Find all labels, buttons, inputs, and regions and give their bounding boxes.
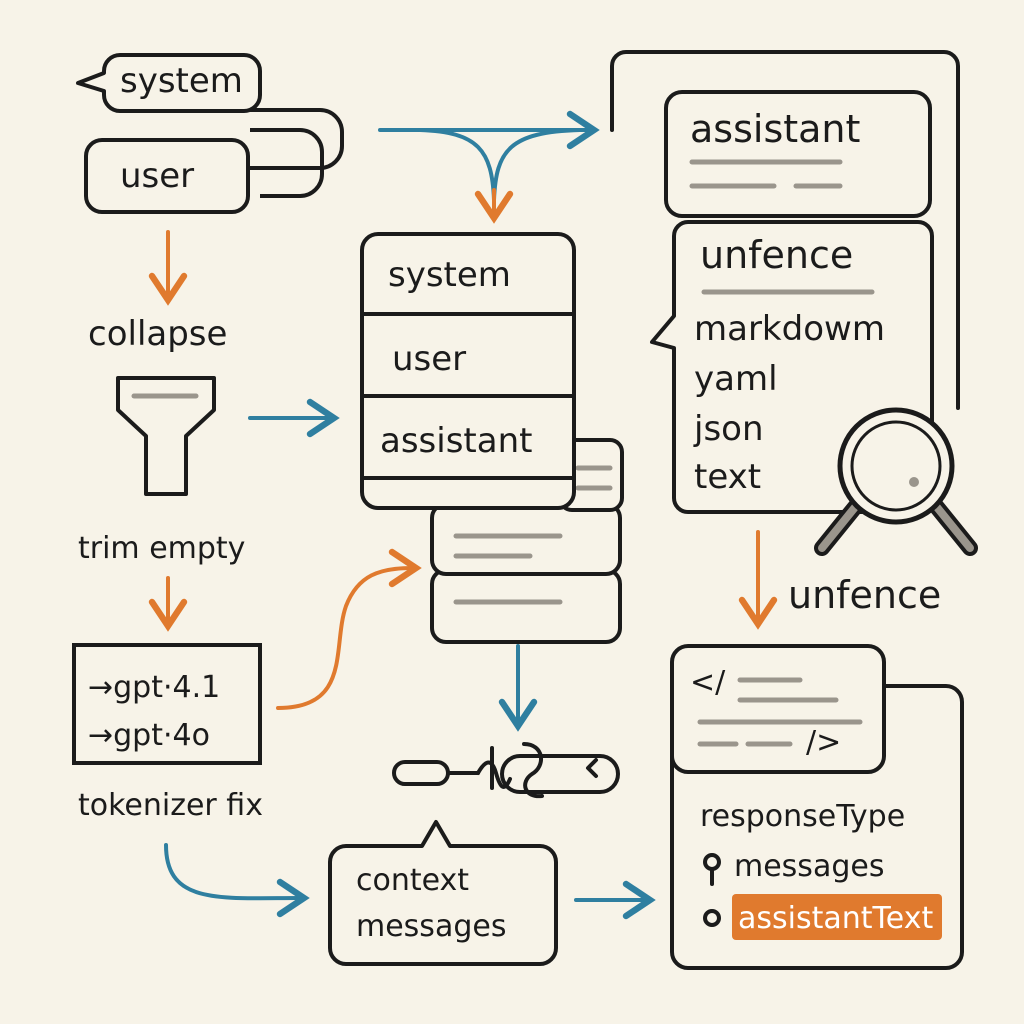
stack-system-label: system xyxy=(388,255,511,295)
system-bubble xyxy=(76,53,262,113)
context-line-1: context xyxy=(356,863,469,898)
arrow-tokenizer-to-context xyxy=(164,843,310,918)
assistant-text-highlight xyxy=(732,894,942,940)
code-close-tag: /> xyxy=(806,725,841,760)
input-user-label: user xyxy=(120,156,194,196)
context-line-2: messages xyxy=(356,909,506,944)
code-block xyxy=(670,644,886,774)
field-messages: messages xyxy=(734,849,884,884)
code-lines xyxy=(697,677,863,747)
trim-empty-label: trim empty xyxy=(78,531,245,566)
model-map-line-2: →gpt·4o xyxy=(88,718,210,753)
bullet-icon xyxy=(703,909,721,927)
arrow-tokenizer-to-stack xyxy=(276,548,422,710)
format-text: text xyxy=(694,457,761,497)
model-map-box xyxy=(72,643,262,765)
arrow-top-merge xyxy=(418,128,496,202)
field-response-type: responseType xyxy=(700,799,905,834)
format-yaml: yaml xyxy=(694,359,778,399)
stack-assistant-label: assistant xyxy=(380,421,532,461)
arrow-top-merge-right xyxy=(492,128,582,202)
unfence-step-label: unfence xyxy=(788,573,941,617)
stack-shadow-card xyxy=(250,128,324,198)
code-open-tag: </ xyxy=(690,665,726,700)
model-map-line-1: →gpt·4.1 xyxy=(88,670,220,705)
stack-shadow-card xyxy=(250,108,344,170)
tokenizer-fix-label: tokenizer fix xyxy=(78,788,263,823)
input-message-stack xyxy=(76,53,344,214)
stack-user-label: user xyxy=(392,339,466,379)
user-bubble xyxy=(84,138,250,214)
assistant-header-label: assistant xyxy=(690,107,860,151)
funnel-icon xyxy=(116,376,216,496)
format-markdown: markdowm xyxy=(694,309,885,349)
field-assistant-text: assistantText xyxy=(738,901,933,936)
unfence-title: unfence xyxy=(700,233,853,277)
center-message-stack xyxy=(360,232,576,510)
input-system-label: system xyxy=(120,61,243,101)
magnifier-icon xyxy=(814,407,978,556)
format-json: json xyxy=(693,409,764,449)
context-messages-bubble xyxy=(328,820,558,966)
outer-bracket xyxy=(610,50,960,410)
chain-link-icon xyxy=(392,742,620,799)
assistant-header-lines xyxy=(689,159,843,189)
pin-icon xyxy=(703,853,721,886)
collapse-label: collapse xyxy=(88,314,227,354)
